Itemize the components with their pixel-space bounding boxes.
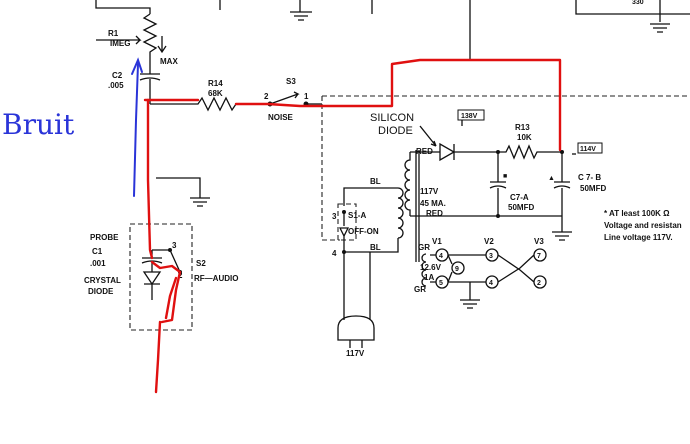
bl-bottom-label: BL <box>370 243 381 252</box>
v1-pin4: 4 <box>439 253 443 260</box>
c2-label: C2 <box>112 71 123 80</box>
v2-label: V2 <box>484 237 494 246</box>
crystal-label: CRYSTAL <box>84 276 121 285</box>
r1-name-label: IMEG <box>110 39 130 48</box>
v2-pin3: 3 <box>489 253 493 260</box>
noise-label: NOISE <box>268 113 294 122</box>
v3-pin7: 7 <box>537 253 541 260</box>
c7b-value: 50MFD <box>580 184 606 193</box>
tube-filaments: V1 V2 V3 4 9 5 3 4 7 2 <box>430 237 547 309</box>
notes: * AT least 100K Ω Voltage and resistan L… <box>604 209 682 242</box>
r1-label: R1 <box>108 29 119 38</box>
v3-pin2: 2 <box>537 280 541 287</box>
transformer-117v: 117V <box>420 187 439 196</box>
c7b-label: C 7- B <box>578 173 601 182</box>
gr-bottom-label: GR <box>414 285 426 294</box>
s2-mode-label: RF—AUDIO <box>194 274 238 283</box>
c7a-value: 50MFD <box>508 203 534 212</box>
red-bottom-label: RED <box>426 209 443 218</box>
v1-label: V1 <box>432 237 442 246</box>
crystal-diode-label: DIODE <box>88 287 114 296</box>
voltage-138-label: 138V <box>461 113 478 120</box>
s1-pin3: 3 <box>332 212 337 221</box>
offon-label: OFF-ON <box>348 227 379 236</box>
gr-top-label: GR <box>418 243 430 252</box>
c1-value: .001 <box>90 259 106 268</box>
transformer-45ma: 45 MA. <box>420 199 446 208</box>
probe-ground <box>156 177 210 207</box>
note-line-2: Voltage and resistan <box>604 221 682 230</box>
bruit-label: Bruit <box>2 108 75 141</box>
note-line-3: Line voltage 117V. <box>604 233 673 242</box>
bl-top-label: BL <box>370 177 381 186</box>
r13-label: R13 <box>515 123 530 132</box>
filament-voltage: 12.6V <box>420 263 442 272</box>
bruit-annotation: Bruit <box>2 57 143 197</box>
s3-switch: S3 2 1 NOISE <box>264 77 322 122</box>
filament-current: 1A <box>424 273 434 282</box>
s2-label: S2 <box>196 259 206 268</box>
top-fragments: 330 <box>95 0 690 60</box>
c2-value: .005 <box>108 81 124 90</box>
voltage-114-label: 114V <box>580 146 596 153</box>
s1a-label: S1-A <box>348 211 366 220</box>
c7a-label: C7-A <box>510 193 529 202</box>
r14-label: R14 <box>208 79 223 88</box>
chassis-box-left <box>321 96 340 241</box>
probe-label: PROBE <box>90 233 119 242</box>
v1-pin5: 5 <box>439 280 443 287</box>
red-signal-trace <box>143 58 562 394</box>
c7a-plus: ■ <box>503 173 507 180</box>
c1-label: C1 <box>92 247 103 256</box>
silicon-diode-label: DIODE <box>378 125 413 137</box>
power-supply-rectifier: SILICON DIODE RED R13 10K 138V 114V ■ C7… <box>370 109 606 241</box>
v1-pin9: 9 <box>455 266 459 273</box>
r14-value: 68K <box>208 89 223 98</box>
v2-pin4: 4 <box>489 280 493 287</box>
s1a-power-switch: 3 4 S1-A OFF-ON 117V <box>332 203 379 358</box>
note-line-1: * AT least 100K Ω <box>604 209 670 218</box>
s2-pin2: 2 <box>178 271 183 280</box>
r1-potentiometer: R1 IMEG MAX <box>96 13 178 66</box>
silicon-label: SILICON <box>370 112 414 124</box>
c7b-plus: ▲ <box>548 175 555 182</box>
top-right-label: 330 <box>632 0 644 6</box>
power-transformer: BL BL GR GR 12.6V 1A <box>343 150 442 294</box>
s3-label: S3 <box>286 77 296 86</box>
s3-pin1: 1 <box>304 92 309 101</box>
s1-pin4: 4 <box>332 249 337 258</box>
plug-label: 117V <box>346 349 365 358</box>
s2-pin3: 3 <box>172 241 177 250</box>
s3-pin2: 2 <box>264 92 269 101</box>
max-label: MAX <box>160 57 178 66</box>
r14-resistor: R14 68K <box>150 79 268 112</box>
r13-value: 10K <box>517 133 532 142</box>
probe-assembly: PROBE C1 .001 CRYSTAL DIODE 3 2 S2 RF—AU… <box>84 223 238 331</box>
v3-label: V3 <box>534 237 544 246</box>
